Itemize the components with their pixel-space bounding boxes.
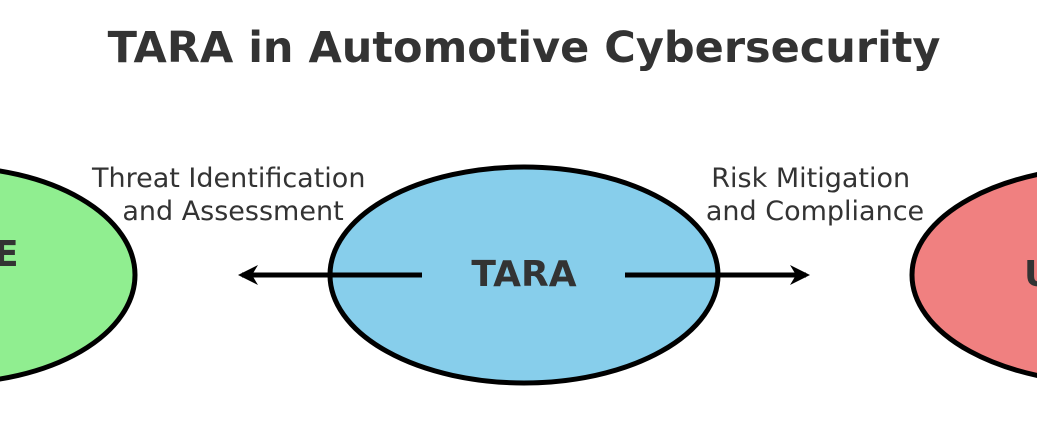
center-node-label: TARA: [471, 254, 576, 295]
left-node: E: [0, 168, 138, 382]
right-edge-label-line2: and Compliance: [706, 196, 924, 227]
right-edge-label-line1: Risk Mitigation: [711, 163, 910, 194]
left-edge-label-line2: and Assessment: [122, 196, 343, 227]
left-node-label: E: [0, 234, 19, 275]
left-node-shape: [0, 168, 138, 382]
right-edge-label: Risk Mitigation and Compliance: [706, 163, 924, 227]
right-node-label: U: [1024, 254, 1037, 295]
right-node-shape: [909, 172, 1037, 378]
diagram-title: TARA in Automotive Cybersecurity: [108, 23, 941, 73]
right-node: U: [909, 172, 1037, 378]
left-edge-label-line1: Threat Identification: [91, 163, 365, 194]
left-edge-label: Threat Identification and Assessment: [91, 163, 374, 227]
